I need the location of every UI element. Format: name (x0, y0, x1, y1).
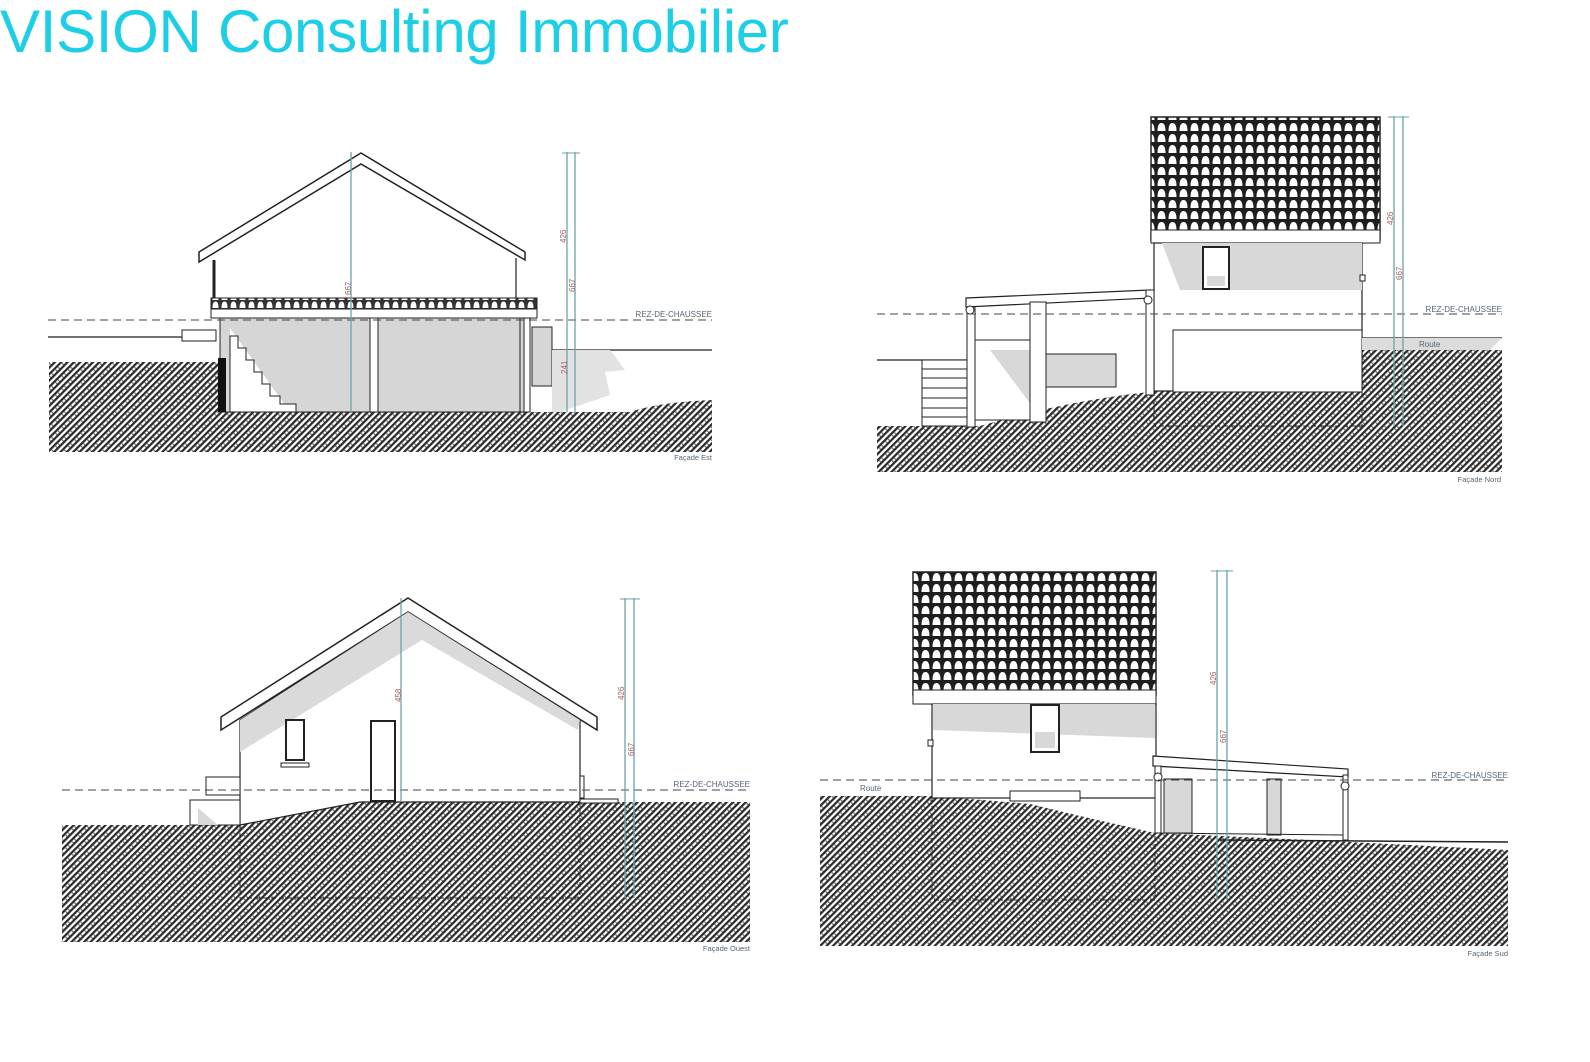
facade-caption: Façade Ouest (703, 944, 751, 953)
facade-nord-drawing: 426 667 REZ-DE-CHAUSSEE Route Façade Nor… (870, 110, 1520, 490)
dimension-label: 426 (617, 686, 626, 700)
facade-ouest-drawing: 458 426 667 REZ-DE-CHAUSSEE Façade Ouest (50, 580, 770, 960)
dimension-label: 667 (344, 281, 353, 295)
road-label: Route (1419, 340, 1441, 349)
level-label: REZ-DE-CHAUSSEE (674, 780, 750, 789)
road-label: Route (860, 784, 882, 793)
page-title: VISION Consulting Immobilier (0, 0, 789, 65)
dimension-label: 458 (394, 688, 403, 702)
facade-caption: Façade Est (674, 453, 713, 462)
dimension-label: 667 (1219, 729, 1228, 743)
dimension-label: 426 (559, 229, 568, 243)
ground-hatch (49, 362, 712, 452)
dimension-label: 241 (560, 360, 569, 374)
dimension-label: 667 (568, 278, 577, 292)
facade-est-drawing: 667 426 667 241 REZ-DE-CHAUSSEE Façade E… (40, 140, 730, 470)
ground-hatch (820, 796, 1508, 946)
level-label: REZ-DE-CHAUSSEE (1432, 771, 1508, 780)
facade-caption: Façade Nord (1458, 475, 1501, 484)
dimension-label: 426 (1209, 671, 1218, 685)
dimension-label: 667 (627, 742, 636, 756)
facade-caption: Façade Sud (1468, 949, 1508, 958)
facade-sud-drawing: 426 667 REZ-DE-CHAUSSEE Route Façade Sud (810, 560, 1520, 970)
dimension-label: 426 (1386, 211, 1395, 225)
ground-hatch (62, 802, 750, 942)
level-label: REZ-DE-CHAUSSEE (636, 310, 712, 319)
dimension-label: 667 (1395, 266, 1404, 280)
level-label: REZ-DE-CHAUSSEE (1426, 305, 1502, 314)
